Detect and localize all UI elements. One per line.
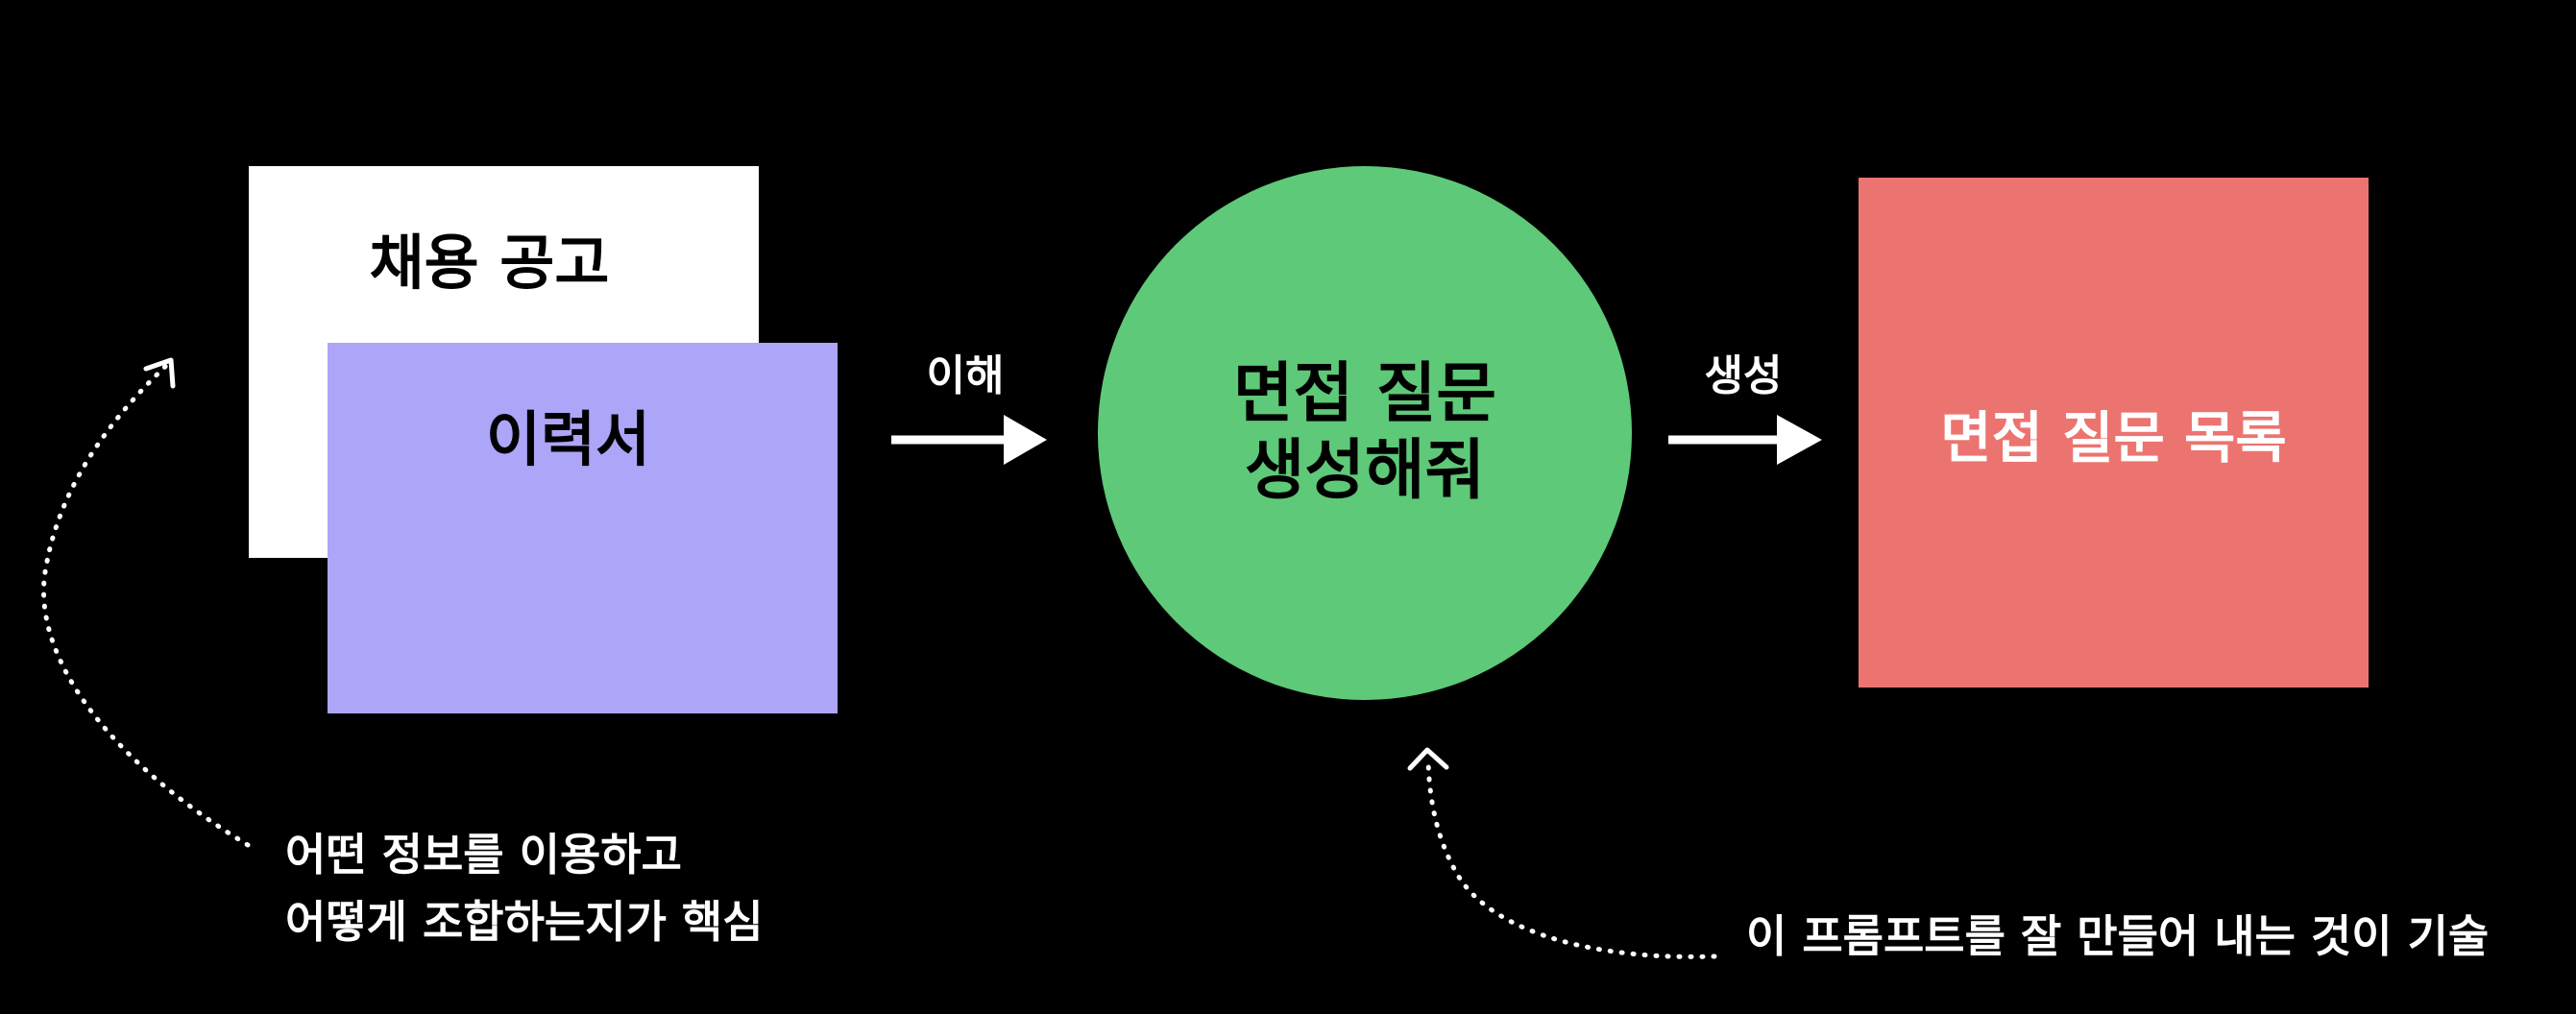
prompt-circle: 면접 질문 생성해줘	[1098, 166, 1632, 700]
prompt-label: 면접 질문 생성해줘	[1233, 356, 1496, 509]
note-key-point: 어떤 정보를 이용하고 어떻게 조합하는지가 핵심	[285, 821, 862, 955]
resume-box: 이력서	[328, 343, 838, 713]
question-list-label: 면접 질문 목록	[1940, 404, 2287, 471]
arrow-generate	[1668, 415, 1822, 465]
note-key-point-line2: 어떻게 조합하는지가 핵심	[285, 896, 764, 948]
note-key-point-line1: 어떤 정보를 이용하고	[285, 829, 682, 881]
resume-label: 이력서	[485, 404, 651, 474]
job-posting-label: 채용 공고	[369, 228, 610, 298]
note-skill: 이 프롬프트를 잘 만들어 내는 것이 기술	[1746, 910, 2490, 962]
dotted-arrow-left	[41, 357, 251, 848]
edge-label-generate: 생성	[1704, 351, 1783, 400]
edge-label-understand: 이해	[926, 351, 1005, 400]
dotted-arrow-right	[1407, 747, 1717, 959]
question-list-box: 면접 질문 목록	[1859, 178, 2369, 688]
arrow-understand	[891, 415, 1047, 465]
